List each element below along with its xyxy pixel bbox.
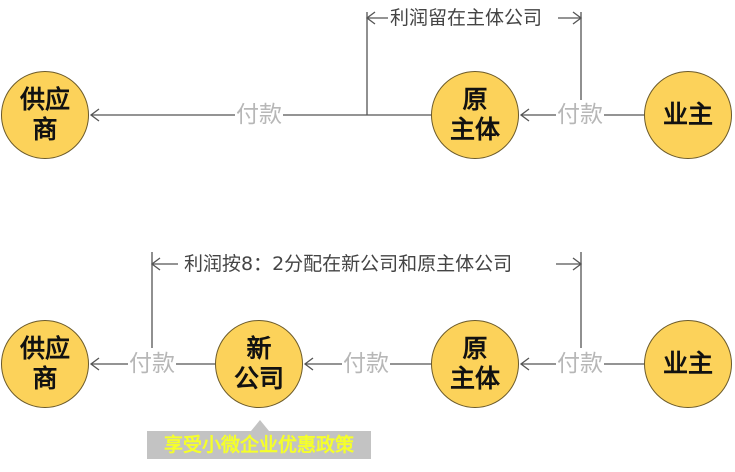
payment-label: 付款 [128,351,176,377]
bracket-arrow-right-icon [572,11,583,25]
node-label-line: 新 [246,334,272,363]
node-label-line: 业主 [662,100,713,129]
node-supplier-top: 供应 商 [1,71,89,159]
node-new-company: 新 公司 [215,320,303,408]
arrowhead-icon [519,357,530,371]
payment-label: 付款 [556,102,604,128]
node-label-line: 商 [32,364,58,393]
bracket-arrow-right-icon [572,257,583,271]
callout-pointer-icon [251,420,269,431]
arrowhead-icon [89,108,100,122]
bracket-label-top: 利润留在主体公司 [388,7,545,29]
node-label-line: 主体 [449,364,500,393]
bracket-arrow-left-icon [150,257,161,271]
node-owner-bottom: 业主 [644,320,732,408]
node-label-line: 原 [462,334,488,363]
node-label-line: 主体 [449,115,500,144]
node-supplier-bottom: 供应 商 [1,320,89,408]
node-original-entity-top: 原 主体 [431,71,519,159]
bracket-label-bottom: 利润按8：2分配在新公司和原主体公司 [182,253,515,275]
payment-label: 付款 [342,351,390,377]
callout-badge: 享受小微企业优惠政策 [147,431,371,459]
node-label-line: 公司 [233,364,284,393]
node-owner-top: 业主 [644,71,732,159]
payment-label: 付款 [556,351,604,377]
node-label-line: 原 [462,85,488,114]
payment-label: 付款 [235,102,283,128]
node-label-line: 供应 [19,85,70,114]
arrowhead-icon [303,357,314,371]
arrowhead-icon [89,357,100,371]
bracket-arrow-left-icon [365,11,376,25]
node-label-line: 商 [32,115,58,144]
arrowhead-icon [519,108,530,122]
node-label-line: 业主 [662,349,713,378]
node-label-line: 供应 [19,334,70,363]
node-original-entity-bottom: 原 主体 [431,320,519,408]
